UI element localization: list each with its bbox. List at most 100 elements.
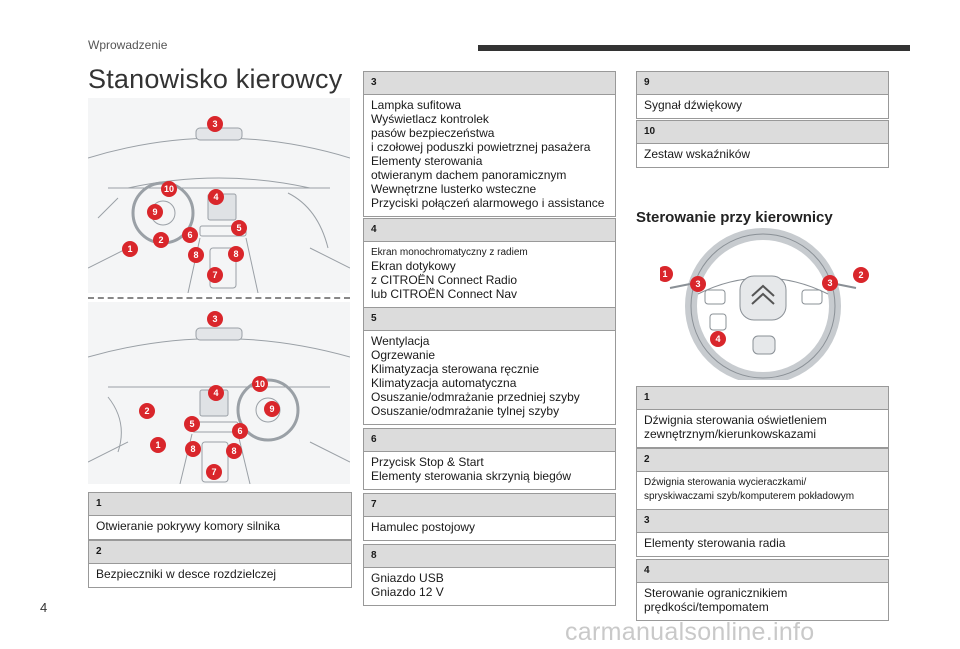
box-number: 2 xyxy=(89,541,351,564)
svg-text:10: 10 xyxy=(164,184,174,194)
svg-text:8: 8 xyxy=(233,249,238,259)
svg-text:1: 1 xyxy=(662,269,667,279)
svg-text:3: 3 xyxy=(827,278,832,288)
box-number: 3 xyxy=(364,72,615,95)
svg-text:6: 6 xyxy=(187,230,192,240)
svg-text:4: 4 xyxy=(213,192,218,202)
svg-text:1: 1 xyxy=(127,244,132,254)
steering-box-3: 3 Elementy sterowania radia xyxy=(636,509,889,557)
box-line: Dźwignia sterowania oświetleniem xyxy=(644,413,827,427)
box-line: i czołowej poduszki powietrznej pasażera xyxy=(371,140,591,154)
box-line: Ekran dotykowy xyxy=(371,259,456,273)
box-line: Zestaw wskaźników xyxy=(644,147,751,161)
box-number: 8 xyxy=(364,545,615,568)
box-line: Elementy sterowania radia xyxy=(644,536,786,550)
marker-8: 8 xyxy=(185,441,201,457)
box-line: Klimatyzacja sterowana ręcznie xyxy=(371,362,540,376)
svg-text:7: 7 xyxy=(211,467,216,477)
marker-6: 6 xyxy=(232,423,248,439)
box-line: Sygnał dźwiękowy xyxy=(644,98,743,112)
wheel-marker-1: 1 xyxy=(660,266,673,282)
box-line: prędkości/tempomatem xyxy=(644,600,769,614)
steering-box-1: 1 Dźwignia sterowania oświetleniem zewnę… xyxy=(636,386,889,448)
svg-text:2: 2 xyxy=(144,406,149,416)
box-number: 4 xyxy=(364,219,615,242)
marker-8b: 8 xyxy=(226,443,242,459)
box-line: Wyświetlacz kontrolek xyxy=(371,112,489,126)
box-number: 1 xyxy=(637,387,888,410)
svg-text:5: 5 xyxy=(236,223,241,233)
markers-top: 3 10 4 9 5 6 2 1 8 8 7 xyxy=(122,116,247,283)
box-line: Przyciski połączeń alarmowego i assistan… xyxy=(371,196,605,210)
box-number: 7 xyxy=(364,494,615,517)
svg-text:8: 8 xyxy=(193,250,198,260)
info-box-10: 10 Zestaw wskaźników xyxy=(636,120,889,168)
svg-text:4: 4 xyxy=(213,388,218,398)
marker-5: 5 xyxy=(184,416,200,432)
marker-4: 4 xyxy=(208,189,224,205)
divider xyxy=(88,297,350,299)
svg-text:9: 9 xyxy=(269,404,274,414)
info-box-9: 9 Sygnał dźwiękowy xyxy=(636,71,889,119)
info-box-6: 6 Przycisk Stop & Start Elementy sterowa… xyxy=(363,428,616,490)
wheel-marker-2: 2 xyxy=(853,267,869,283)
steering-heading: Sterowanie przy kierownicy xyxy=(636,209,833,226)
info-box-5: 5 Wentylacja Ogrzewanie Klimatyzacja ste… xyxy=(363,307,616,425)
box-number: 5 xyxy=(364,308,615,331)
svg-text:6: 6 xyxy=(237,426,242,436)
box-number: 2 xyxy=(637,449,888,472)
box-line: Gniazdo 12 V xyxy=(371,585,444,599)
box-line: Hamulec postojowy xyxy=(371,520,476,534)
box-line: lub CITROËN Connect Nav xyxy=(371,287,518,301)
marker-8b: 8 xyxy=(228,246,244,262)
info-box-2: 2 Bezpieczniki w desce rozdzielczej xyxy=(88,540,352,588)
box-line: otwieranym dachem panoramicznym xyxy=(371,168,567,182)
box-line: Wewnętrzne lusterko wsteczne xyxy=(371,182,537,196)
box-line: Ogrzewanie xyxy=(371,348,436,362)
svg-text:8: 8 xyxy=(231,446,236,456)
marker-2: 2 xyxy=(153,232,169,248)
svg-text:2: 2 xyxy=(158,235,163,245)
svg-text:3: 3 xyxy=(212,119,217,129)
box-line: Osuszanie/odmrażanie tylnej szyby xyxy=(371,404,560,418)
box-line: Bezpieczniki w desce rozdzielczej xyxy=(96,567,277,581)
marker-7: 7 xyxy=(206,464,222,480)
svg-text:3: 3 xyxy=(695,279,700,289)
svg-text:7: 7 xyxy=(212,270,217,280)
box-number: 4 xyxy=(637,560,888,583)
info-box-4: 4 Ekran monochromatyczny z radiem Ekran … xyxy=(363,218,616,308)
box-line: Lampka sufitowa xyxy=(371,98,462,112)
svg-text:1: 1 xyxy=(155,440,160,450)
box-line: pasów bezpieczeństwa xyxy=(371,126,495,140)
box-line: zewnętrznym/kierunkowskazami xyxy=(644,427,817,441)
svg-text:5: 5 xyxy=(189,419,194,429)
box-line: Wentylacja xyxy=(371,334,430,348)
steering-wheel-illustration: 1 3 3 2 4 xyxy=(660,228,869,380)
box-line: Otwieranie pokrywy komory silnika xyxy=(96,519,281,533)
info-box-8: 8 Gniazdo USB Gniazdo 12 V xyxy=(363,544,616,606)
box-number: 10 xyxy=(637,121,888,144)
box-number: 9 xyxy=(637,72,888,95)
marker-9: 9 xyxy=(147,204,163,220)
info-box-3: 3 Lampka sufitowa Wyświetlacz kontrolek … xyxy=(363,71,616,217)
marker-10: 10 xyxy=(161,181,177,197)
svg-text:9: 9 xyxy=(152,207,157,217)
wheel-marker-3a: 3 xyxy=(690,276,706,292)
box-number: 1 xyxy=(89,493,351,516)
box-line: z CITROËN Connect Radio xyxy=(371,273,518,287)
page-title: Stanowisko kierowcy xyxy=(88,64,343,94)
svg-text:4: 4 xyxy=(715,334,720,344)
watermark: carmanualsonline.info xyxy=(565,618,815,646)
marker-8: 8 xyxy=(188,247,204,263)
steering-box-4: 4 Sterowanie ogranicznikiem prędkości/te… xyxy=(636,559,889,621)
marker-9: 9 xyxy=(264,401,280,417)
box-line: spryskiwaczami szyb/komputerem pokładowy… xyxy=(644,491,855,502)
box-line: Sterowanie ogranicznikiem xyxy=(644,586,788,600)
marker-6: 6 xyxy=(182,227,198,243)
info-box-1: 1 Otwieranie pokrywy komory silnika xyxy=(88,492,352,540)
box-line: Elementy sterowania xyxy=(371,154,483,168)
box-line: Osuszanie/odmrażanie przedniej szyby xyxy=(371,390,580,404)
marker-7: 7 xyxy=(207,267,223,283)
marker-2: 2 xyxy=(139,403,155,419)
marker-1: 1 xyxy=(122,241,138,257)
